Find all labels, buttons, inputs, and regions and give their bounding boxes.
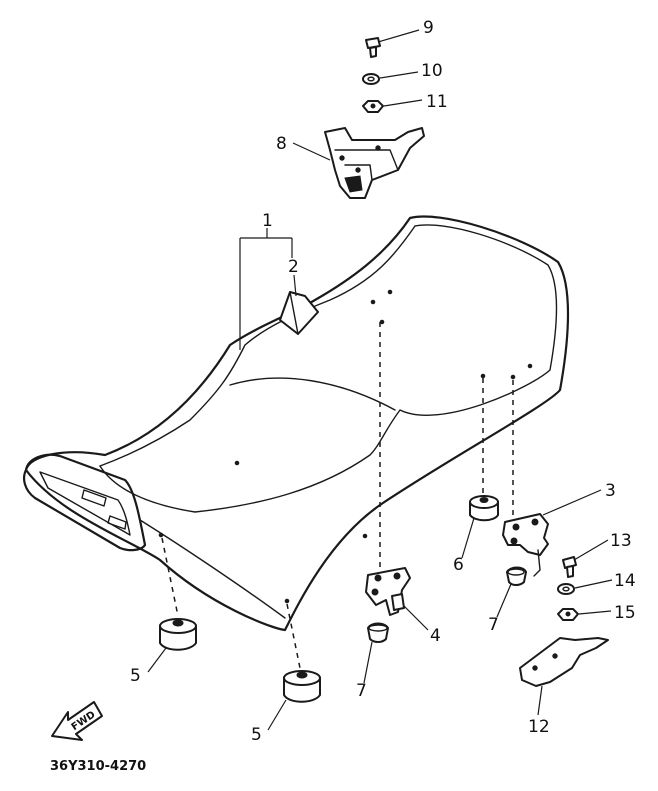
callout-13: 13 <box>610 531 632 551</box>
damper-part-6 <box>469 495 499 522</box>
drawing-code: 36Y310-4270 <box>50 759 146 774</box>
damper-part-5-right <box>283 670 321 703</box>
callout-10: 10 <box>421 61 443 81</box>
callout-1: 1 <box>262 211 273 231</box>
callout-2: 2 <box>288 257 299 277</box>
callout-15: 15 <box>614 603 636 623</box>
seat-bracket-part-4 <box>365 567 411 616</box>
alignment-lines <box>161 322 514 669</box>
seat-catch-part-12 <box>519 637 609 687</box>
callout-4: 4 <box>430 626 441 646</box>
callout-6: 6 <box>453 555 464 575</box>
seat-mount-holes <box>158 289 533 604</box>
seat-lock-part-8 <box>324 127 425 199</box>
leader-lines <box>147 29 613 731</box>
grab-rail <box>23 453 147 552</box>
forward-arrow-icon: FWD <box>51 701 103 741</box>
nut-part-15 <box>557 608 579 621</box>
seat-hook-part-2 <box>279 291 319 335</box>
damper-part-5-left <box>159 618 197 651</box>
callout-labels: 1 2 3 4 5 5 6 7 7 8 9 10 11 12 13 14 15 <box>130 18 636 745</box>
callout-5-right: 5 <box>251 725 262 745</box>
callout-14: 14 <box>614 571 636 591</box>
washer-part-14 <box>557 583 575 595</box>
callout-3: 3 <box>605 481 616 501</box>
washer-part-10 <box>362 73 380 85</box>
seat <box>24 215 570 632</box>
bolt-part-9 <box>365 37 381 58</box>
callout-7-center: 7 <box>356 681 367 701</box>
callout-11: 11 <box>426 92 448 112</box>
nut-part-11 <box>362 100 384 113</box>
callout-7-right: 7 <box>488 615 499 635</box>
callout-9: 9 <box>423 18 434 38</box>
seat-bracket-part-3 <box>502 513 549 577</box>
grommet-part-7-right <box>506 566 527 586</box>
callout-5-left: 5 <box>130 666 141 686</box>
bolt-part-13 <box>562 556 577 578</box>
grommet-part-7-center <box>367 622 389 643</box>
callout-8: 8 <box>276 134 287 154</box>
callout-12: 12 <box>528 717 550 737</box>
